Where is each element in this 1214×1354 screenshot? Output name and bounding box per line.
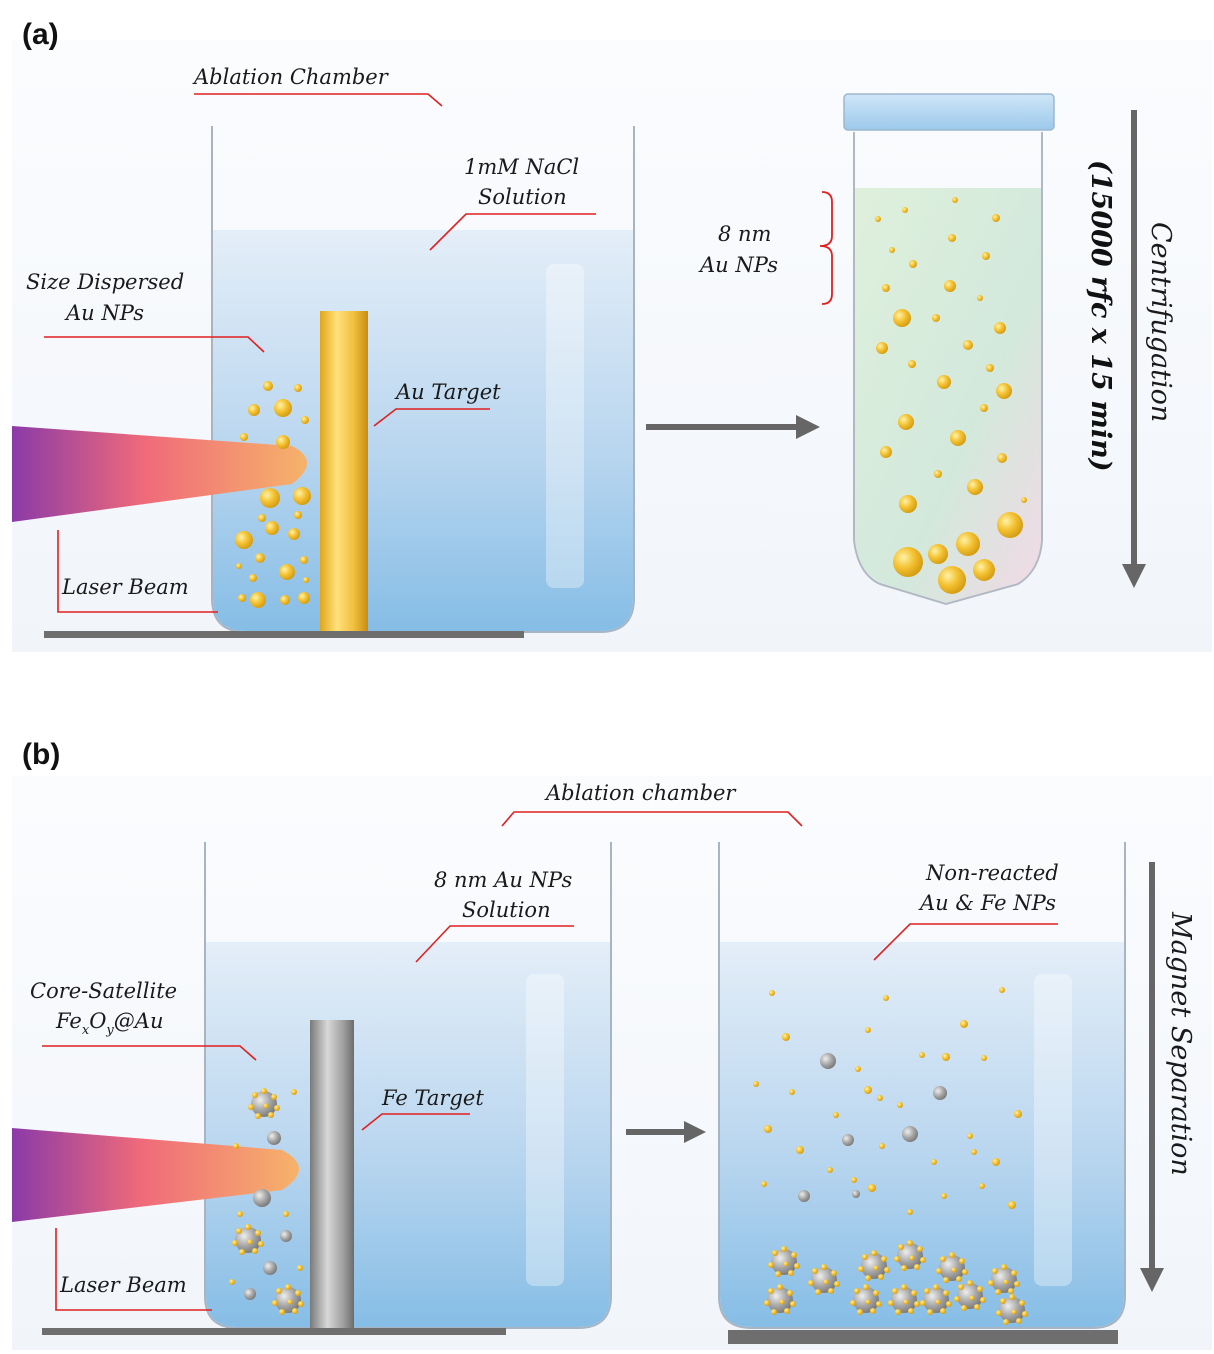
- label-magnet-separation: Magnet Separation: [1165, 911, 1196, 1176]
- label-ablation-chamber-b: Ablation chamber: [544, 781, 737, 805]
- magnet-plate: [728, 1330, 1118, 1344]
- leader-fe-target: [361, 1113, 470, 1131]
- process-arrow-b: [626, 1121, 706, 1143]
- tube-solution: [855, 188, 1041, 603]
- non-reacted-particles: [753, 987, 1022, 1215]
- au-target-rod: [320, 311, 368, 632]
- leader-core-satellite: [42, 1045, 257, 1061]
- au-nps-solution: [206, 942, 610, 1327]
- label-fe-target: Fe Target: [381, 1086, 484, 1110]
- base-plate-b1: [42, 1328, 506, 1335]
- au-nanoparticles-dispersed: [235, 381, 311, 608]
- panel-a: (a): [12, 18, 1212, 652]
- label-size-dispersed-line1: Size Dispersed: [26, 270, 184, 294]
- ablation-beaker-b1: [204, 842, 612, 1329]
- leader-au-target: [373, 408, 490, 427]
- fe-target-rod: [310, 1020, 354, 1330]
- leader-laser-beam-a: [57, 530, 218, 613]
- beaker-highlight-b2: [1034, 974, 1072, 1286]
- centrifuge-tube: [843, 93, 1055, 606]
- label-centrifugation: Centrifugation: [1145, 222, 1176, 422]
- centrifugation-arrow: [1122, 110, 1146, 588]
- label-tube-au-nps: Au NPs: [698, 253, 778, 277]
- label-non-reacted-line2: Au & Fe NPs: [918, 891, 1056, 915]
- separation-beaker: [718, 842, 1126, 1329]
- process-arrow-a: [646, 415, 820, 439]
- panel-b-label: (b): [22, 738, 60, 771]
- leader-au-solution: [415, 925, 574, 963]
- label-ablation-chamber-a: Ablation Chamber: [192, 65, 390, 89]
- core-satellite-particles-b1: [229, 1088, 304, 1315]
- nacl-solution: [213, 230, 633, 631]
- au-nanoparticles-8nm: [875, 197, 1027, 594]
- laser-beam-a: [12, 426, 307, 522]
- label-non-reacted-line1: Non-reacted: [925, 861, 1059, 885]
- leader-ablation-chamber-b: [501, 811, 803, 827]
- leader-ablation-chamber-a: [194, 93, 443, 107]
- magnet-separation-arrow: [1140, 862, 1164, 1292]
- panel-a-label: (a): [22, 18, 59, 51]
- label-laser-beam-a: Laser Beam: [61, 575, 189, 599]
- tube-cap: [843, 93, 1055, 131]
- leader-nacl: [429, 213, 596, 251]
- label-core-satellite-line1: Core-Satellite: [30, 979, 177, 1003]
- label-centrifuge-speed: (15000 rfc x 15 min): [1085, 160, 1116, 472]
- laser-beam-b: [12, 1128, 299, 1222]
- beaker-highlight-b1: [526, 974, 564, 1286]
- bracket-8nm: [819, 191, 833, 305]
- leader-laser-beam-b: [55, 1228, 212, 1311]
- label-size-dispersed-line2: Au NPs: [64, 301, 144, 325]
- label-core-satellite-formula: FexOy@Au: [55, 1009, 163, 1038]
- label-tube-8nm: 8 nm: [718, 222, 771, 246]
- panel-b: (b): [12, 738, 1212, 1350]
- label-au-solution-line1: 8 nm Au NPs: [434, 868, 572, 892]
- leader-size-dispersed: [44, 336, 265, 353]
- ablation-beaker-a: [211, 126, 635, 633]
- label-au-target: Au Target: [394, 380, 501, 404]
- separation-solution: [720, 942, 1124, 1327]
- label-au-solution-line2: Solution: [462, 898, 551, 922]
- label-nacl-line2: Solution: [478, 185, 567, 209]
- base-plate-a: [44, 631, 524, 638]
- label-nacl-line1: 1mM NaCl: [464, 155, 579, 179]
- leader-non-reacted: [873, 923, 1058, 961]
- beaker-highlight: [546, 264, 584, 588]
- label-laser-beam-b: Laser Beam: [59, 1273, 187, 1297]
